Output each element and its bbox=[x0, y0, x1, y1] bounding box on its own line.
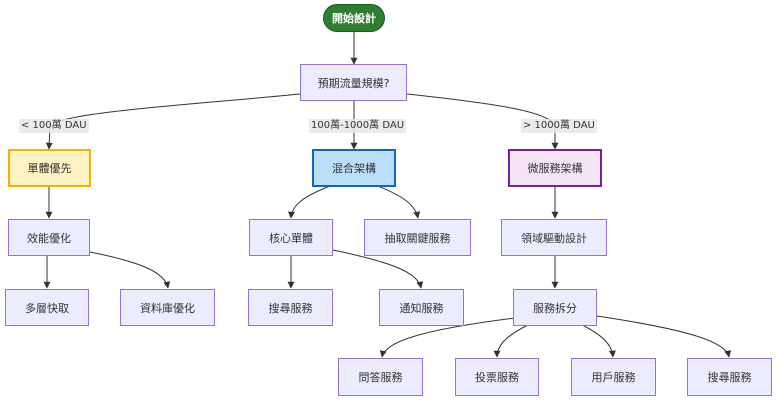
edge-split-to-qa bbox=[379, 317, 516, 358]
edge-hybrid-to-core bbox=[287, 185, 331, 219]
scale-question-node[interactable]: 預期流量規模? bbox=[300, 64, 407, 101]
monolith-first-node[interactable]: 單體優先 bbox=[8, 149, 91, 187]
service-split-node[interactable]: 服務拆分 bbox=[513, 289, 597, 326]
search-service-2-node[interactable]: 搜尋服務 bbox=[687, 358, 772, 396]
edge-split-to-search2 bbox=[596, 315, 732, 358]
domain-driven-design-node[interactable]: 領域驅動設計 bbox=[501, 219, 607, 256]
extract-key-services-node[interactable]: 抽取關鍵服務 bbox=[364, 219, 471, 256]
performance-optimization-node[interactable]: 效能優化 bbox=[8, 219, 90, 256]
microservices-node[interactable]: 微服務架構 bbox=[508, 149, 602, 187]
multi-layer-cache-node[interactable]: 多層快取 bbox=[5, 289, 89, 326]
edge-core-to-notify bbox=[332, 249, 424, 289]
search-service-node[interactable]: 搜尋服務 bbox=[248, 289, 333, 326]
edge-label-large-dau: > 1000萬 DAU bbox=[521, 119, 597, 133]
edge-perf-to-db bbox=[89, 251, 171, 289]
hybrid-architecture-node[interactable]: 混合架構 bbox=[312, 149, 396, 187]
edge-split-to-vote bbox=[493, 323, 531, 358]
start-node[interactable]: 開始設計 bbox=[323, 4, 385, 32]
edge-label-medium-dau: 100萬-1000萬 DAU bbox=[309, 119, 407, 133]
qa-service-node[interactable]: 問答服務 bbox=[338, 358, 423, 396]
edge-hybrid-to-extract bbox=[377, 185, 421, 219]
database-optimization-node[interactable]: 資料庫優化 bbox=[120, 289, 215, 326]
notification-service-node[interactable]: 通知服務 bbox=[379, 289, 464, 326]
user-service-node[interactable]: 用戶服務 bbox=[571, 358, 656, 396]
vote-service-node[interactable]: 投票服務 bbox=[455, 358, 539, 396]
edge-label-small-dau: < 100萬 DAU bbox=[19, 119, 89, 133]
core-monolith-node[interactable]: 核心單體 bbox=[249, 219, 333, 256]
edge-split-to-user bbox=[579, 323, 616, 358]
